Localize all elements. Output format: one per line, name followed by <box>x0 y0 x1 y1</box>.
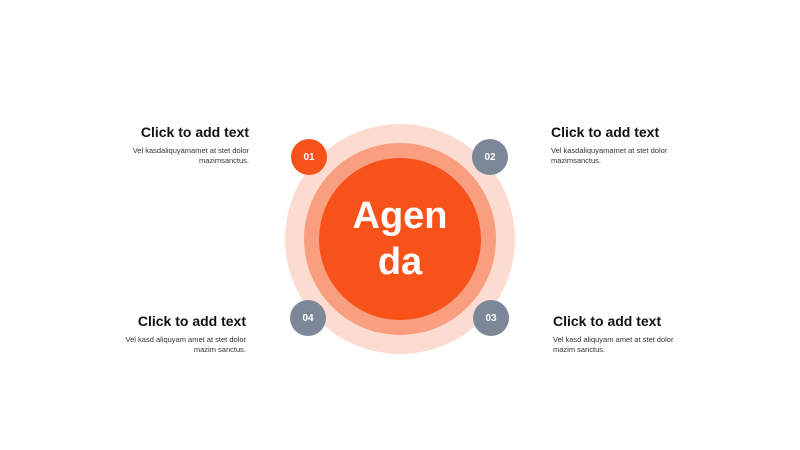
item-02-body-line-1: Vel kasdaliquyamamet at stet dolor <box>551 146 668 155</box>
item-04-body-line-1: Vel kasd aliquyam amet at stet dolor <box>125 335 246 344</box>
badge-03: 03 <box>473 300 509 336</box>
item-02-body-line-2: mazimsanctus. <box>551 156 602 165</box>
badge-01: 01 <box>291 139 327 175</box>
item-02-heading[interactable]: Click to add text <box>551 124 660 140</box>
item-01-body-line-2: mazimsanctus. <box>198 156 249 165</box>
item-04-body[interactable]: Vel kasd aliquyam amet at stet dolor maz… <box>96 335 246 355</box>
item-03-heading[interactable]: Click to add text <box>553 313 662 329</box>
item-03-body-line-2: mazim sanctus. <box>553 345 606 354</box>
item-01-body-line-1: Vel kasdaliquyamamet at stet dolor <box>132 146 249 155</box>
badge-02: 02 <box>472 139 508 175</box>
item-03-body-line-1: Vel kasd aliquyam amet at stet dolor <box>553 335 674 344</box>
item-04-body-line-2: mazim sanctus. <box>193 345 246 354</box>
agenda-title[interactable]: Agen da <box>319 158 481 320</box>
agenda-title-line-1: Agen <box>352 195 448 237</box>
item-01-body[interactable]: Vel kasdaliquyamamet at stet dolor mazim… <box>99 146 249 166</box>
item-01-heading[interactable]: Click to add text <box>140 124 249 140</box>
core-circle <box>319 158 481 320</box>
agenda-title-line-2: da <box>377 241 423 283</box>
item-04-heading[interactable]: Click to add text <box>137 313 246 329</box>
item-02-body[interactable]: Vel kasdaliquyamamet at stet dolor mazim… <box>551 146 701 166</box>
badge-04: 04 <box>290 300 326 336</box>
item-03-body[interactable]: Vel kasd aliquyam amet at stet dolor maz… <box>553 335 703 355</box>
